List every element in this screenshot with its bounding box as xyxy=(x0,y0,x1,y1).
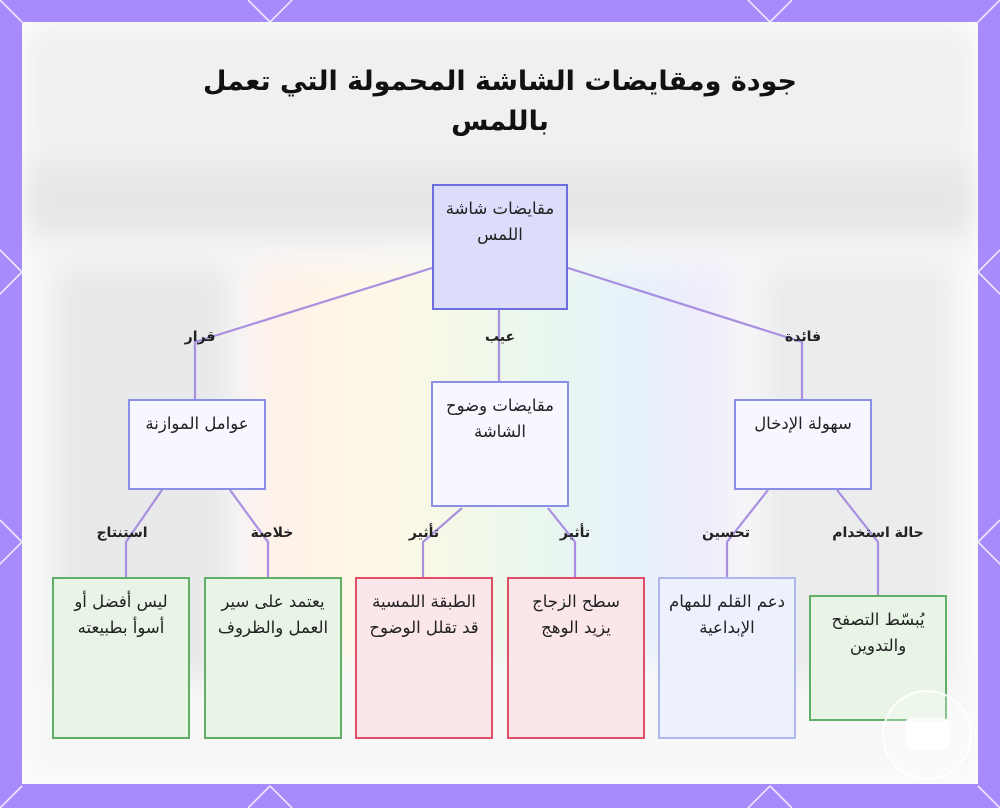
node-depends: يعتمد على سير العمل والظروف xyxy=(204,577,342,739)
edge-balance-depends xyxy=(229,489,270,578)
edge-label-benefit: فائدة xyxy=(784,329,822,345)
node-input: سهولة الإدخال xyxy=(734,399,872,490)
edge-root-balance xyxy=(193,266,433,400)
edge-label-effect-layer: تأثير xyxy=(408,525,440,541)
square-icon xyxy=(905,718,949,750)
edge-label-decision: قرار xyxy=(184,329,216,345)
diagram-title: جودة ومقايضات الشاشة المحمولة التي تعمل … xyxy=(203,66,797,137)
edge-label-improvement: تحسين xyxy=(702,525,750,541)
node-layer: الطبقة اللمسية قد تقلل الوضوح xyxy=(355,577,493,739)
node-pen: دعم القلم للمهام الإبداعية xyxy=(658,577,796,739)
edge-balance-notbetter xyxy=(124,489,163,578)
edge-root-input xyxy=(567,266,804,400)
edge-label-summary: خلاصة xyxy=(250,525,294,541)
edge-input-pen xyxy=(725,489,769,578)
edge-label-drawback: عيب xyxy=(484,329,516,345)
connector-lines xyxy=(124,266,880,596)
diagram-card: جودة ومقايضات الشاشة المحمولة التي تعمل … xyxy=(22,22,978,784)
node-glass: سطح الزجاج يزيد الوهج xyxy=(507,577,645,739)
edge-clarity-layer xyxy=(421,507,463,578)
node-clarity: مقايضات وضوح الشاشة xyxy=(431,381,569,507)
corner-overlay-button[interactable] xyxy=(882,690,972,780)
edge-label-conclusion: استنتاج xyxy=(96,525,148,541)
edge-label-effect-glass: تأثير xyxy=(559,525,591,541)
node-not-better: ليس أفضل أو أسوأ بطبيعته xyxy=(52,577,190,739)
node-root: مقايضات شاشة اللمس xyxy=(432,184,568,310)
edge-clarity-glass xyxy=(547,507,577,578)
node-balance: عوامل الموازنة xyxy=(128,399,266,490)
edge-input-browse xyxy=(836,489,880,596)
edge-label-use-case: حالة استخدام xyxy=(832,525,924,541)
